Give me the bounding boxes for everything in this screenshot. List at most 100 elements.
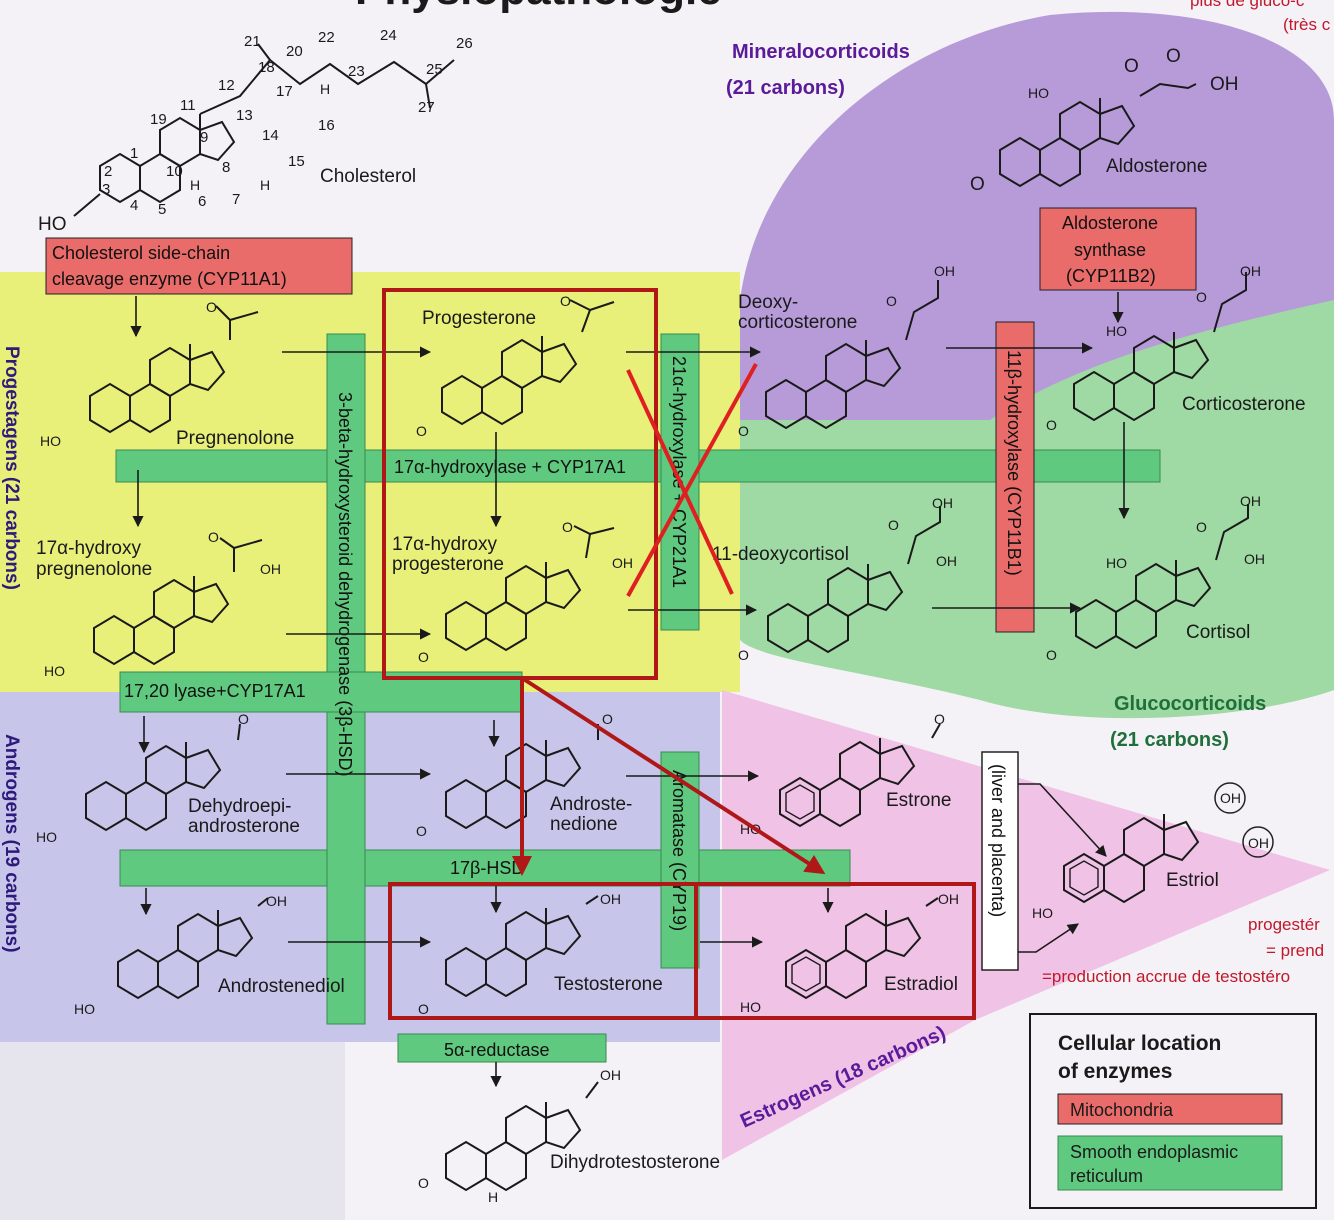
carbon-number: 15 [288, 153, 305, 170]
pregnenolone-ho: HO [40, 433, 61, 449]
pregnenolone-o: O [206, 299, 217, 315]
legend-mito-label: Mitochondria [1070, 1100, 1174, 1120]
hprog-o3: O [418, 649, 429, 665]
aldo-synthase-label-1: Aldosterone [1062, 213, 1158, 233]
top-right-note-1: plus de gluco-c [1190, 0, 1305, 10]
carbon-number: 23 [348, 63, 365, 80]
cyp17-hydroxylase-label: 17α-hydroxylase + CYP17A1 [394, 457, 626, 477]
dcort-oh2: OH [936, 553, 957, 569]
carbon-number: 16 [318, 117, 335, 134]
adiol-oh: OH [266, 893, 287, 909]
page-title-fragment: Physiopathologie [355, 0, 722, 14]
hprog-oh: OH [612, 555, 633, 571]
cortisol-ho: HO [1106, 555, 1127, 571]
cortisol-name: Cortisol [1186, 622, 1250, 643]
doc-oh: OH [934, 263, 955, 279]
testo-oh: OH [600, 891, 621, 907]
pregnenolone-name: Pregnenolone [176, 428, 294, 449]
reductase-label: 5α-reductase [444, 1040, 549, 1060]
cortico-o: O [1196, 289, 1207, 305]
dht-name: Dihydrotestosterone [550, 1152, 720, 1173]
aldo-ho: HO [1028, 85, 1049, 101]
adione-o3: O [416, 823, 427, 839]
hsd17b-label: 17β-HSD [450, 858, 524, 878]
cortico-oh: OH [1240, 263, 1261, 279]
carbon-number: 18 [258, 59, 275, 76]
cyp21-label: 21α-hydroxylase + CYP21A1 [669, 356, 689, 588]
cholesterol-h-1: H [190, 177, 200, 193]
legend-title-2: of enzymes [1058, 1060, 1172, 1083]
estradiol-name: Estradiol [884, 974, 958, 995]
legend-er-label-1: Smooth endoplasmic [1070, 1142, 1238, 1162]
adione-o: O [602, 711, 613, 727]
carbon-number: 19 [150, 111, 167, 128]
cortisol-o3: O [1046, 647, 1057, 663]
carbon-number: 27 [418, 99, 435, 116]
progesterone-name: Progesterone [422, 308, 536, 329]
dht-h: H [488, 1189, 498, 1205]
dcort-o: O [888, 517, 899, 533]
carbon-number: 11 [180, 97, 196, 114]
carbon-number: 6 [198, 193, 206, 210]
adiol-ho: HO [74, 1001, 95, 1017]
cholesterol-ho: HO [38, 214, 67, 235]
carbon-number: 13 [236, 107, 253, 124]
hpreg-name-2: pregnenolone [36, 559, 152, 580]
estriol-ho: HO [1032, 905, 1053, 921]
progestagens-label: Progestagens (21 carbons) [1, 346, 22, 590]
estradiol-ho: HO [740, 999, 761, 1015]
progesterone-o: O [560, 293, 571, 309]
doc-name-1: Deoxy- [738, 292, 798, 313]
cortisol-oh: OH [1240, 493, 1261, 509]
aromatase-label: Aromatase (CYP19) [669, 770, 689, 931]
legend-er-label-2: reticulum [1070, 1166, 1143, 1186]
hpreg-name-1: 17α-hydroxy [36, 538, 141, 559]
carbon-number: 17 [276, 83, 293, 100]
dhea-o: O [238, 711, 249, 727]
lower-left-panel [0, 1042, 345, 1220]
carbon-number: 22 [318, 29, 335, 46]
dhea-name-1: Dehydroepi- [188, 796, 292, 817]
carbon-number: 7 [232, 191, 240, 208]
hpreg-ho: HO [44, 663, 65, 679]
hsd3b-label: 3-beta-hydroxysteroid dehydrogenase (3β-… [335, 392, 355, 777]
carbon-number: 24 [380, 27, 397, 44]
hpreg-o: O [208, 529, 219, 545]
aldo-o3: O [970, 174, 985, 195]
carbon-number: 14 [262, 127, 279, 144]
estriol-oh: OH [1220, 790, 1241, 806]
aldo-oh: OH [1210, 74, 1239, 95]
carbon-number: 10 [166, 163, 183, 180]
dcort-oh: OH [932, 495, 953, 511]
testosterone-name: Testosterone [554, 974, 663, 995]
dhea-ho: HO [36, 829, 57, 845]
carbon-number: 5 [158, 201, 166, 218]
estrone-name: Estrone [886, 790, 951, 811]
estrone-o: O [934, 711, 945, 727]
doc-o: O [886, 293, 897, 309]
testo-o3: O [418, 1001, 429, 1017]
note-line-1: progestér [1248, 915, 1320, 934]
cholesterol-h-3: H [320, 81, 330, 97]
estradiol-oh: OH [938, 891, 959, 907]
scc-label-1: Cholesterol side-chain [52, 243, 230, 263]
cortisol-o: O [1196, 519, 1207, 535]
aldosterone-name: Aldosterone [1106, 156, 1207, 177]
carbon-number: 20 [286, 43, 303, 60]
progesterone-o3: O [416, 423, 427, 439]
mineralocorticoids-label: Mineralocorticoids [732, 41, 910, 63]
mineralocorticoids-carbons: (21 carbons) [726, 77, 845, 99]
glucocorticoids-carbons: (21 carbons) [1110, 729, 1229, 751]
hprog-name-2: progesterone [392, 554, 504, 575]
estriol-oh2: OH [1248, 835, 1269, 851]
cyp11b1-label: 11β-hydroxylase (CYP11B1) [1004, 350, 1024, 576]
glucocorticoids-label: Glucocorticoids [1114, 693, 1266, 715]
carbon-number: 8 [222, 159, 230, 176]
carbon-number: 1 [130, 145, 138, 162]
legend-title-1: Cellular location [1058, 1032, 1221, 1055]
top-right-note-2: (très c [1283, 15, 1331, 34]
cholesterol-h-2: H [260, 177, 270, 193]
doc-o3: O [738, 423, 749, 439]
